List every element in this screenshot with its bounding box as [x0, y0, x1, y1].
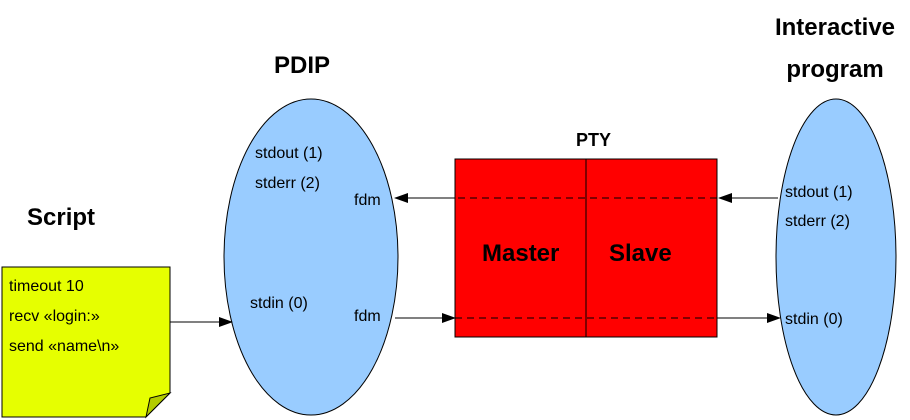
- script-line-3: send «name\n»: [9, 338, 120, 355]
- pdip-stderr-label: stderr (2): [255, 175, 320, 192]
- pdip-stdout-label: stdout (1): [255, 145, 323, 162]
- pdip-ellipse: [223, 98, 399, 416]
- script-line-1: timeout 10: [9, 278, 84, 295]
- pdip-fdm-bottom-label: fdm: [354, 308, 381, 325]
- script-title: Script: [27, 204, 96, 231]
- interactive-program-ellipse: [775, 98, 897, 416]
- pty-title: PTY: [576, 130, 612, 150]
- interactive-program-title-line2: program: [786, 56, 884, 83]
- script-note-fold: [145, 392, 172, 419]
- interactive-program-title-line1: Interactive: [774, 14, 896, 41]
- script-line-2: recv «login:»: [9, 308, 100, 325]
- pdip-stdin-label: stdin (0): [250, 295, 308, 312]
- program-stdin-label: stdin (0): [785, 311, 843, 328]
- program-stdout-label: stdout (1): [785, 184, 853, 201]
- pdip-fdm-top-label: fdm: [354, 192, 381, 209]
- pty-slave-label: Slave: [609, 240, 672, 267]
- pty-master-label: Master: [482, 240, 560, 267]
- program-stderr-label: stderr (2): [785, 213, 850, 230]
- pdip-title: PDIP: [274, 52, 331, 79]
